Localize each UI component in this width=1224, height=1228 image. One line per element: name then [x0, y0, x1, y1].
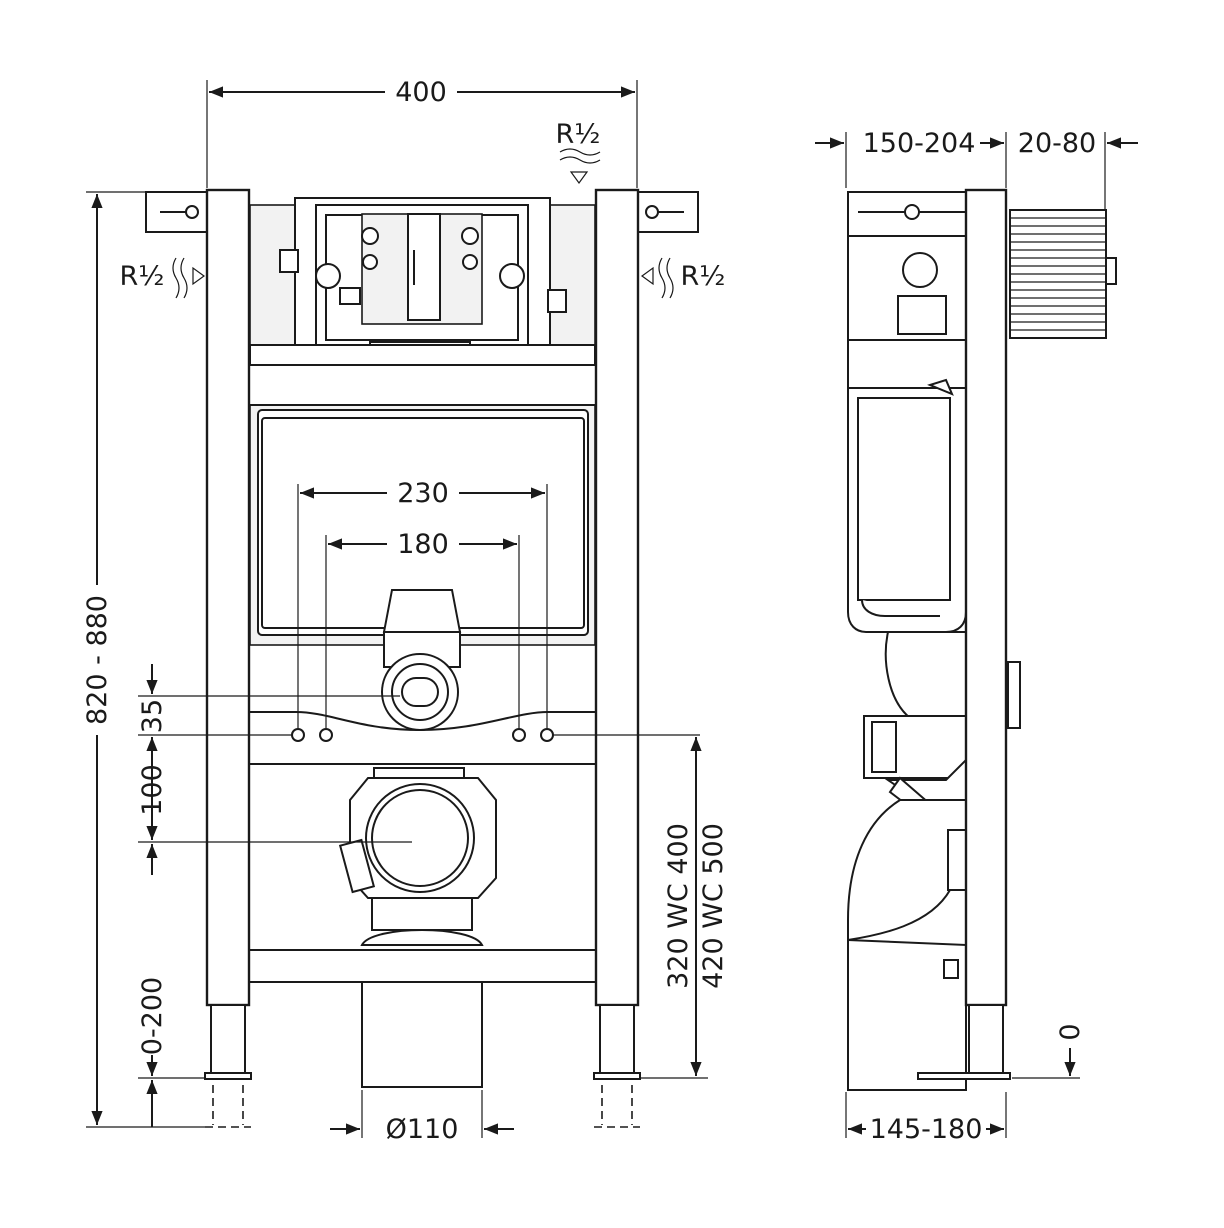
left-post — [205, 188, 251, 1007]
bolt-inner-label: 180 — [397, 529, 449, 560]
lower-crossbar — [248, 949, 597, 983]
side-floor-dimension: 0 — [1012, 1023, 1086, 1079]
cistern-body — [249, 204, 596, 646]
right-post — [594, 188, 640, 1007]
side-foot-plate — [917, 1072, 1011, 1080]
side-base-dimension: 145-180 — [845, 1092, 1007, 1145]
inlet-offset-label: 35 — [137, 699, 168, 733]
bolt-holes — [291, 728, 554, 742]
foot-label: 0-200 — [137, 977, 168, 1055]
height-dimension: 820 - 880 — [82, 191, 205, 1128]
flush-mechanism — [279, 197, 567, 357]
side-post — [964, 188, 1008, 1007]
side-view: 150-204 20-80 — [815, 128, 1138, 1145]
supply-right: R½ — [640, 257, 726, 299]
bolt-spacing-dimensions: 230 180 — [297, 478, 548, 728]
feet — [204, 1004, 641, 1128]
side-waste-bend — [847, 799, 967, 1091]
side-top-bracket — [847, 191, 981, 237]
supply-top: R½ — [556, 119, 601, 185]
width-dimension: 400 — [206, 77, 638, 188]
waste-label: Ø110 — [386, 1114, 459, 1145]
waste-pipe — [338, 767, 497, 1088]
side-flush-bend — [884, 631, 967, 719]
outlet-height-label-2: 420 WC 500 — [698, 823, 729, 989]
width-label: 400 — [395, 77, 447, 108]
offset-dimensions: 35 100 — [137, 664, 700, 875]
floor-label: 0 — [1055, 1023, 1086, 1040]
outlet-offset-label: 100 — [137, 764, 168, 816]
mounting-plate — [249, 344, 596, 366]
foot-dimension: 0-200 — [137, 977, 205, 1127]
upper-crossbar — [248, 364, 597, 406]
supply-right-label: R½ — [681, 261, 726, 292]
side-cistern — [847, 229, 967, 633]
front-view: 400 R½ R½ R½ — [82, 77, 729, 1145]
bolt-outer-label: 230 — [397, 478, 449, 509]
supply-left-label: R½ — [120, 261, 165, 292]
side-spacer — [1007, 209, 1117, 729]
triangle-left-icon — [640, 266, 654, 286]
triangle-down-icon — [569, 171, 589, 185]
waste-dimension: Ø110 — [330, 1090, 514, 1145]
wall-bracket-right — [635, 191, 699, 233]
wall-bracket-left — [145, 191, 209, 233]
cistern-label: 20-80 — [1018, 128, 1096, 159]
outlet-height-label: 320 WC 400 — [663, 823, 694, 989]
depth-dimensions: 150-204 20-80 — [815, 128, 1138, 210]
depth-label: 150-204 — [863, 128, 976, 159]
outlet-height-dimension: 320 WC 400 420 WC 500 — [640, 737, 729, 1079]
height-label: 820 - 880 — [82, 595, 113, 725]
triangle-right-icon — [192, 266, 206, 286]
side-foot — [968, 1004, 1004, 1076]
flush-inlet — [381, 589, 462, 731]
supply-top-label: R½ — [556, 119, 601, 150]
supply-left: R½ — [120, 257, 206, 299]
base-label: 145-180 — [870, 1114, 983, 1145]
